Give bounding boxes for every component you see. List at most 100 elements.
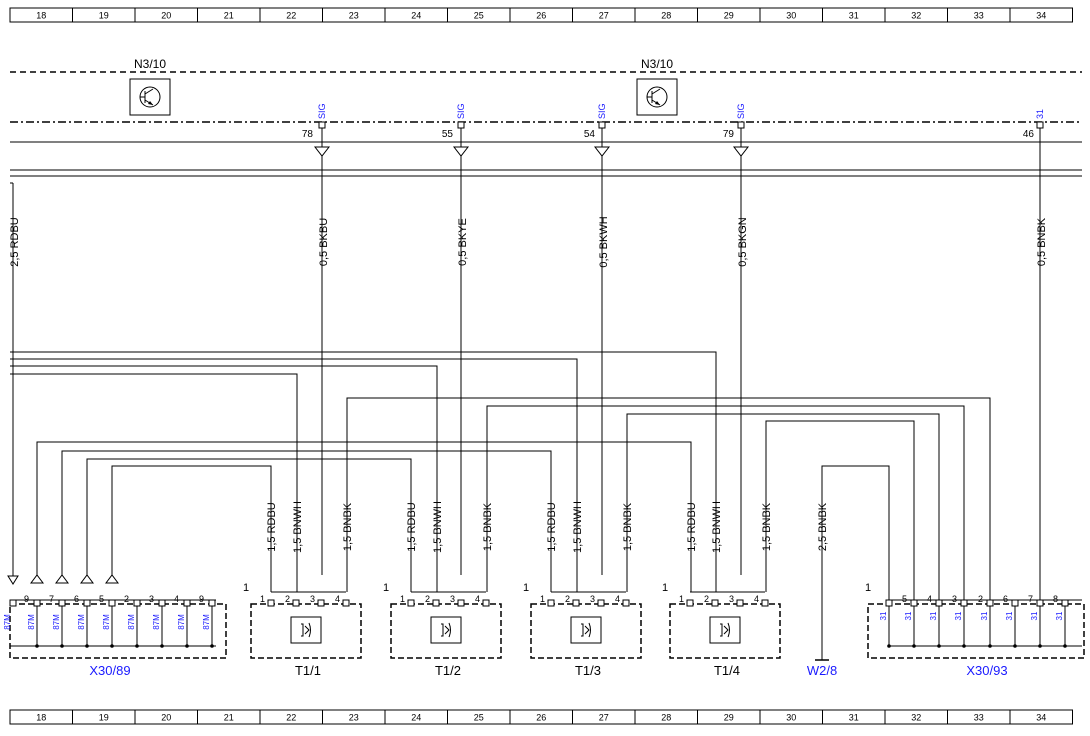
wire-label: 0,5 BKWH [598,216,610,267]
pin-number: 2 [124,594,129,604]
pin-connector [407,599,415,607]
pin-signal-label: SIG [736,103,746,119]
pin-one-marker: 1 [662,582,668,594]
tweeter-label: T1/1 [295,663,321,678]
junction-dot [185,644,189,648]
ruler-column-label: 18 [36,11,46,21]
junction-dot [1013,644,1017,648]
wire-label: 0,5 BNBK [1036,217,1048,266]
pin-number: 9 [24,594,29,604]
junction-dot [1038,644,1042,648]
pin-connector [208,599,216,607]
connector-arrow [30,574,44,584]
wire-label: 0,5 BKYE [457,218,469,266]
pin-number: 1 [260,594,265,604]
wire-label: 1,5 BNBK [342,502,354,551]
pin-number: 3 [450,594,455,604]
pin-number: 2 [285,594,290,604]
junction-dot [85,644,89,648]
pin-connector [885,599,893,607]
pin-signal-label: 87M [77,614,86,630]
signal-pin-78: SIG 78 0,5 BKBU [302,103,331,575]
wire-label: 2,5 RDBU [9,217,21,267]
ruler-column-label: 24 [411,713,421,723]
ruler-column-label: 29 [724,11,734,21]
pin-signal-label: 31 [1030,611,1039,620]
junction-dot [887,644,891,648]
ruler-column-label: 28 [661,713,671,723]
junction-dot [210,644,214,648]
ruler-column-label: 34 [1036,713,1046,723]
ruler-column-label: 31 [849,11,859,21]
pin-number: 9 [199,594,204,604]
wire-label: 1,5 BNBK [622,502,634,551]
pin-number: 55 [442,129,454,140]
pin-number: 3 [952,594,957,604]
wire-label: 1,5 RDBU [686,502,698,552]
pin-connector [737,121,745,129]
connector-arrow [80,574,94,584]
pin-number: 4 [475,594,480,604]
pin-signal-label: 31 [1055,611,1064,620]
pin-one-marker: 1 [865,582,871,594]
pin-number: 2 [425,594,430,604]
pin-number: 6 [1003,594,1008,604]
pin-signal-label: 31 [904,611,913,620]
connector-label: X30/89 [89,663,130,678]
ruler-column-label: 32 [911,11,921,21]
connector-arrow [105,574,119,584]
signal-pin-54: SIG 54 0,5 BKWH [584,103,611,575]
pin-connector [1061,599,1069,607]
pin-number: 78 [302,129,314,140]
pin-connector [1011,599,1019,607]
pin-connector [482,599,490,607]
pin-connector [318,121,326,129]
ruler-column-label: 34 [1036,11,1046,21]
ruler-column-label: 28 [661,11,671,21]
ruler-column-label: 25 [474,713,484,723]
signal-pin-79: SIG 79 0,5 BKGN [723,103,750,575]
connector-arrow [313,146,331,157]
connector-arrow [55,574,69,584]
pin-signal-label: SIG [456,103,466,119]
pin-number: 5 [99,594,104,604]
tweeter-frame [250,603,362,659]
ruler-frame [9,7,1073,23]
ruler-column-label: 33 [974,11,984,21]
module-n3-10-left: N3/10 [129,57,171,116]
pin-signal-label: 87M [127,614,136,630]
pin-connector [33,599,41,607]
pin-number: 4 [174,594,179,604]
wire-label: 1,5 BNWH [292,501,304,553]
junction-dot [937,644,941,648]
pin-connector [736,599,744,607]
module-label: N3/10 [134,57,166,71]
tweeter-wire-labels: 1,5 RDBU 1,5 BNWH 1,5 BNBK 1,5 RDBU 1,5 … [266,501,829,553]
wire-label: 2,5 BNBK [817,502,829,551]
connector-arrow [452,146,470,157]
pin-connector [342,599,350,607]
signal-pin-55: SIG 55 0,5 BKYE [442,103,470,575]
pin-connector [108,599,116,607]
pin-connector [267,599,275,607]
pin-number: 2 [704,594,709,604]
speaker-icon [570,616,602,644]
tweeter-frame [530,603,642,659]
pin-connector [133,599,141,607]
ruler-column-label: 31 [849,713,859,723]
ruler-column-label: 24 [411,11,421,21]
speaker-icon [290,616,322,644]
pin-number: 1 [400,594,405,604]
wire-label: 1,5 RDBU [406,502,418,552]
ruler-column-label: 19 [99,11,109,21]
junction-dot [962,644,966,648]
pin-number: 3 [310,594,315,604]
left-feed-wire: 2,5 RDBU [7,182,21,585]
junction-dot [160,644,164,648]
pin-connector [622,599,630,607]
pin-number: 4 [754,594,759,604]
